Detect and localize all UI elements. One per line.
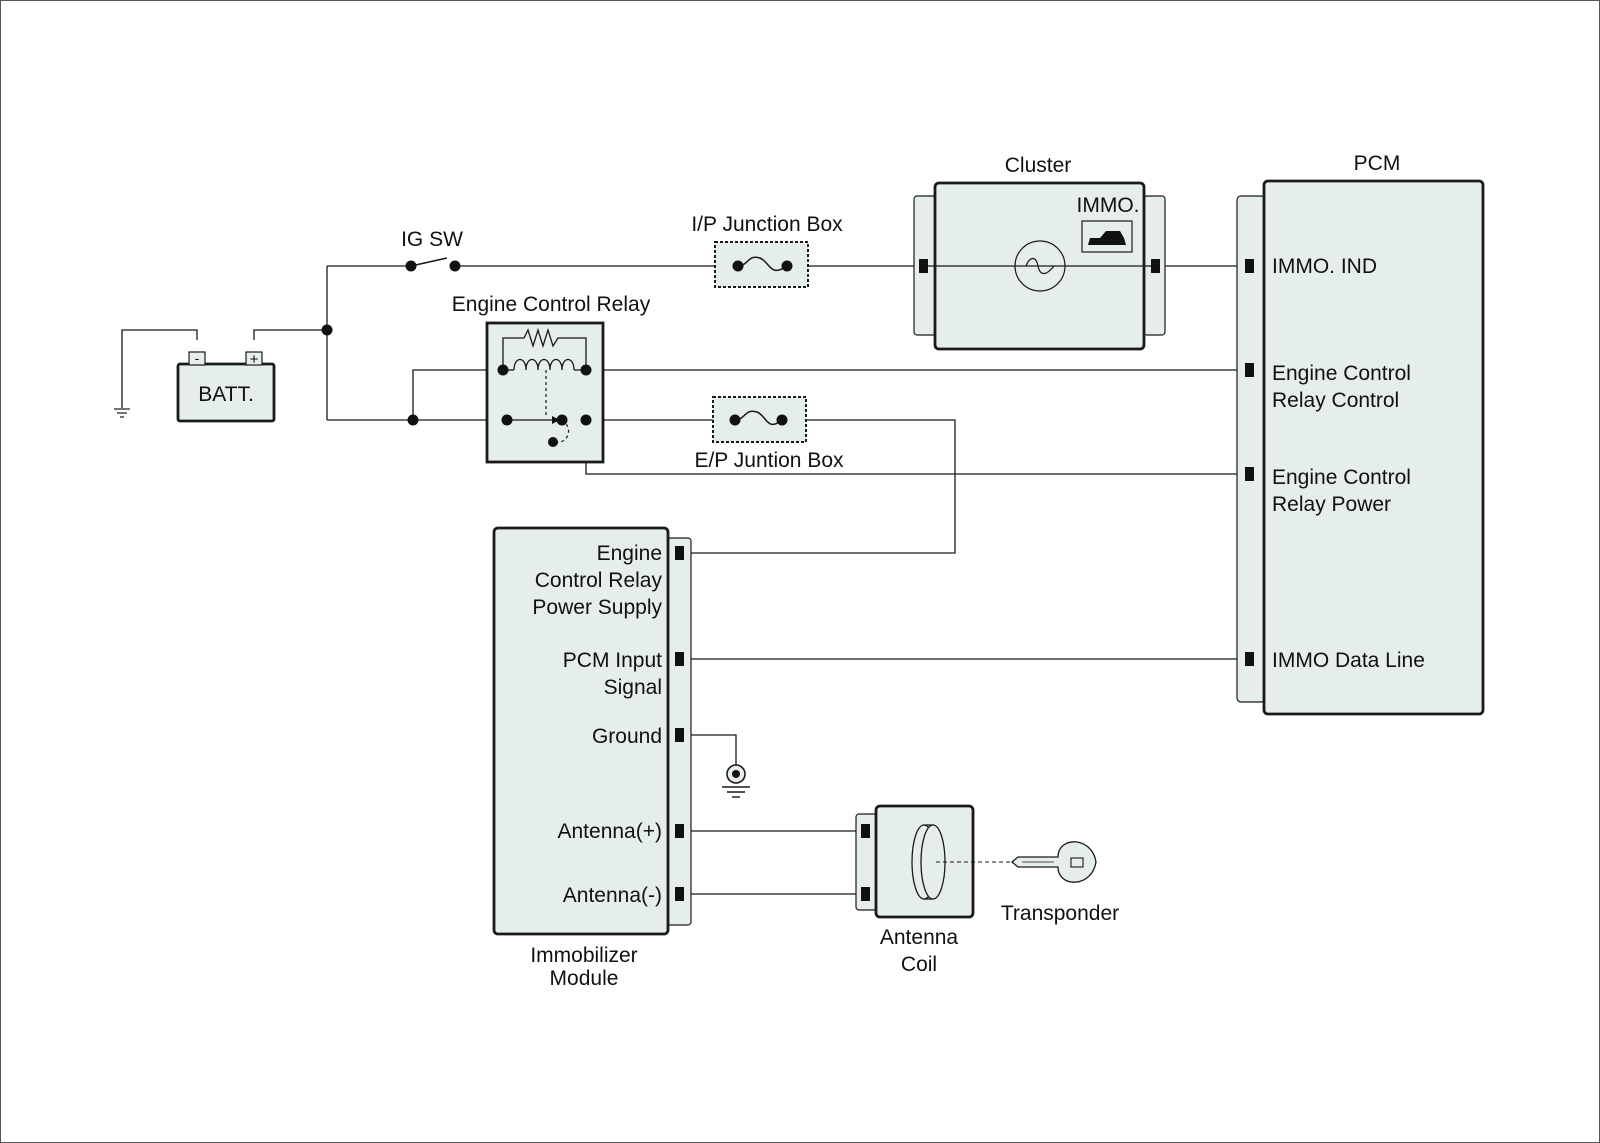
connector-pin — [919, 259, 928, 273]
connector-pin — [1245, 259, 1254, 273]
engine-control-relay: Engine Control Relay — [452, 293, 651, 464]
immo-pin-pcm-input-line2: Signal — [604, 676, 662, 699]
immo-pin-ecr-supply-line3: Power Supply — [532, 596, 662, 619]
fuse-icon — [734, 410, 783, 426]
immo-pin-pcm-input-line1: PCM Input — [563, 649, 662, 672]
wire-immo-ground — [680, 734, 737, 768]
transponder: Transponder — [1001, 841, 1119, 925]
relay-resistor-icon — [502, 327, 587, 370]
wire-battery-positive — [253, 329, 327, 340]
immo-pin-ground: Ground — [592, 725, 662, 748]
ig-switch-label: IG SW — [401, 228, 463, 251]
relay-switch-arrow — [552, 416, 560, 424]
ig-switch-contact — [410, 257, 448, 267]
ip-junction-box: I/P Junction Box — [691, 213, 843, 288]
junction-dots — [321, 324, 419, 426]
connector-pin — [1245, 363, 1254, 377]
antenna-coil: Antenna Coil — [855, 804, 1012, 976]
battery: - + BATT. — [176, 350, 276, 423]
immo-car-icon — [1088, 231, 1126, 245]
pcm-pin-ecr-power-line1: Engine Control — [1272, 466, 1411, 489]
pcm-pin-ecr-control-line2: Relay Control — [1272, 389, 1399, 412]
ep-junction-box-body — [712, 396, 807, 443]
pcm-pin-immo-ind: IMMO. IND — [1272, 255, 1377, 278]
pcm: PCM IMMO. IND Engine Control Relay Contr… — [1236, 152, 1485, 716]
immobilizer-label-line2: Module — [550, 967, 619, 990]
immobilizer-module: Engine Control Relay Power Supply PCM In… — [492, 526, 692, 990]
connector-pin — [675, 652, 684, 666]
immobilizer-body — [492, 526, 670, 936]
ip-junction-box-body — [714, 241, 809, 288]
pcm-body — [1262, 179, 1485, 716]
cluster-immo-label: IMMO. — [1077, 194, 1140, 217]
junction-dot — [321, 324, 333, 336]
connector-pin — [675, 546, 684, 560]
wire-battery-ground — [121, 329, 198, 408]
connector-pin — [1151, 259, 1160, 273]
connector-pin — [1245, 652, 1254, 666]
cluster: Cluster IMMO. — [913, 154, 1166, 351]
chassis-ground-icon — [722, 764, 750, 798]
ig-switch: IG SW — [401, 228, 463, 272]
wire-relay-coil-feed — [412, 369, 503, 420]
connector-pin — [675, 887, 684, 901]
connector-pin — [861, 887, 870, 901]
ip-junction-box-label: I/P Junction Box — [691, 213, 843, 236]
immo-pin-ecr-supply-line2: Control Relay — [535, 569, 663, 592]
battery-pos-sign: + — [250, 351, 259, 368]
pcm-pin-ecr-control-line1: Engine Control — [1272, 362, 1411, 385]
cluster-label: Cluster — [1005, 154, 1072, 177]
connector-pin — [675, 728, 684, 742]
antenna-coil-label-line2: Coil — [901, 953, 937, 976]
connector-pin — [1245, 467, 1254, 481]
battery-neg-sign: - — [195, 350, 200, 366]
engine-control-relay-label: Engine Control Relay — [452, 293, 651, 316]
connector-pin — [861, 824, 870, 838]
transponder-label: Transponder — [1001, 902, 1119, 925]
battery-body — [176, 362, 276, 423]
pcm-pin-ecr-power-line2: Relay Power — [1272, 493, 1391, 516]
wires — [121, 265, 1254, 895]
battery-negative-terminal — [188, 351, 206, 366]
wire-epjb-to-immobilizer — [680, 419, 956, 554]
fuse-icon — [737, 256, 788, 272]
engine-control-relay-body — [485, 321, 605, 464]
immo-pin-antenna-pos: Antenna(+) — [558, 820, 663, 843]
immobilizer-label-line1: Immobilizer — [530, 944, 637, 967]
pcm-pin-immo-data: IMMO Data Line — [1272, 649, 1425, 672]
connector-pin — [675, 824, 684, 838]
ep-junction-box-label: E/P Juntion Box — [694, 449, 844, 472]
immo-pin-antenna-neg: Antenna(-) — [563, 884, 662, 907]
ep-junction-box: E/P Juntion Box — [694, 396, 844, 472]
antenna-coil-label-line1: Antenna — [880, 926, 959, 949]
pcm-label: PCM — [1354, 152, 1401, 175]
indicator-lamp-icon — [1014, 240, 1066, 292]
junction-dot — [407, 414, 419, 426]
battery-label: BATT. — [198, 383, 254, 406]
battery-ground-icon — [114, 408, 130, 418]
relay-coil-icon — [513, 358, 575, 371]
immo-pin-ecr-supply-line1: Engine — [597, 542, 662, 565]
battery-positive-terminal — [245, 351, 263, 366]
